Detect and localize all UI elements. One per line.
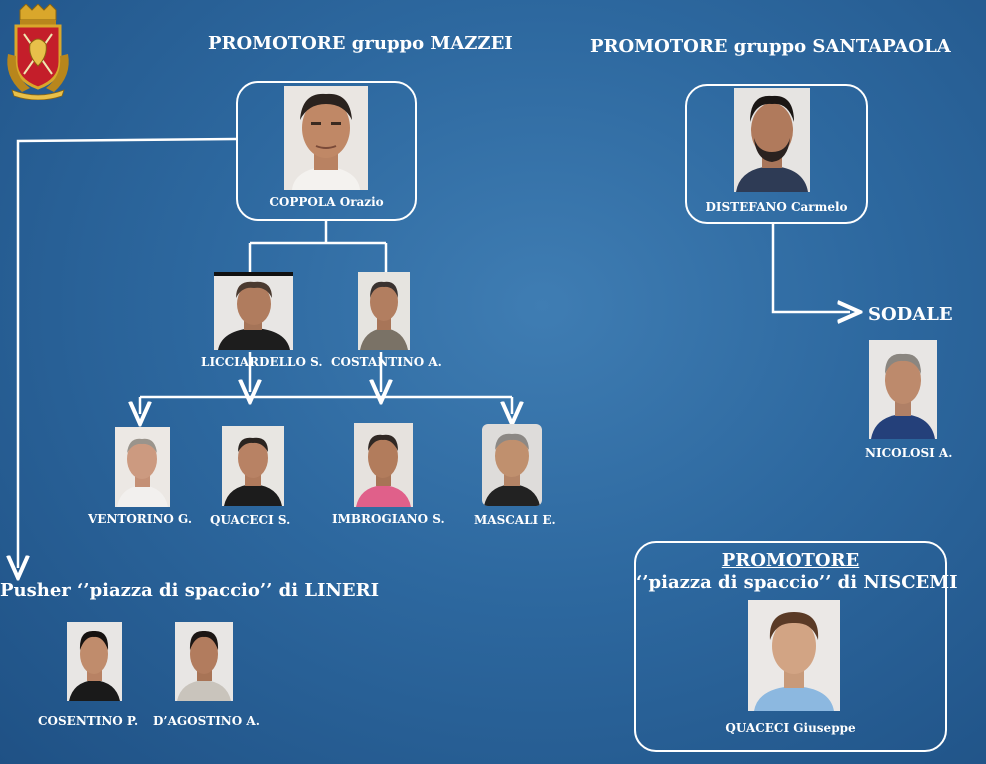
promoter-santapaola-box: DISTEFANO Carmelo [685,84,868,224]
promoter-mazzei-box: COPPOLA Orazio [236,81,417,221]
niscemi-subtitle: ‘’piazza di spaccio’’ di NISCEMI [636,572,958,593]
photo-dagostino [175,622,233,701]
name-quaceci-g: QUACECI Giuseppe [725,721,856,735]
heading-mazzei: PROMOTORE gruppo MAZZEI [208,33,513,54]
name-ventorino: VENTORINO G. [88,512,192,526]
promoter-niscemi-box: PROMOTORE ‘’piazza di spaccio’’ di NISCE… [634,541,958,752]
person-name: DISTEFANO Carmelo [705,200,848,214]
person-name: COPPOLA Orazio [269,195,384,209]
name-imbrogiano: IMBROGIANO S. [332,512,445,526]
photo-cosentino [67,622,122,701]
line-distefano-to-sodale [771,224,850,312]
photo-mascali [482,424,542,506]
name-costantino: COSTANTINO A. [331,355,442,369]
photo-coppola [284,86,368,190]
name-dagostino: D’AGOSTINO A. [153,714,260,728]
photo-quaceci-g [748,600,840,711]
name-nicolosi: NICOLOSI A. [865,446,953,460]
heading-sodale: SODALE [868,304,953,325]
name-quaceci-s: QUACECI S. [210,513,291,527]
name-mascali: MASCALI E. [474,513,556,527]
photo-licciardello [214,272,293,350]
police-emblem-icon [2,3,74,101]
photo-costantino [358,272,410,350]
heading-lineri: Pusher ‘’piazza di spaccio’’ di LINERI [0,580,379,601]
photo-imbrogiano [354,423,413,507]
heading-santapaola: PROMOTORE gruppo SANTAPAOLA [590,36,951,57]
photo-quaceci-s [222,426,284,506]
name-cosentino: COSENTINO P. [38,714,139,728]
photo-nicolosi [869,340,937,439]
photo-distefano [734,88,810,192]
niscemi-title: PROMOTORE [721,550,860,571]
name-licciardello: LICCIARDELLO S. [201,355,323,369]
photo-ventorino [115,427,170,507]
